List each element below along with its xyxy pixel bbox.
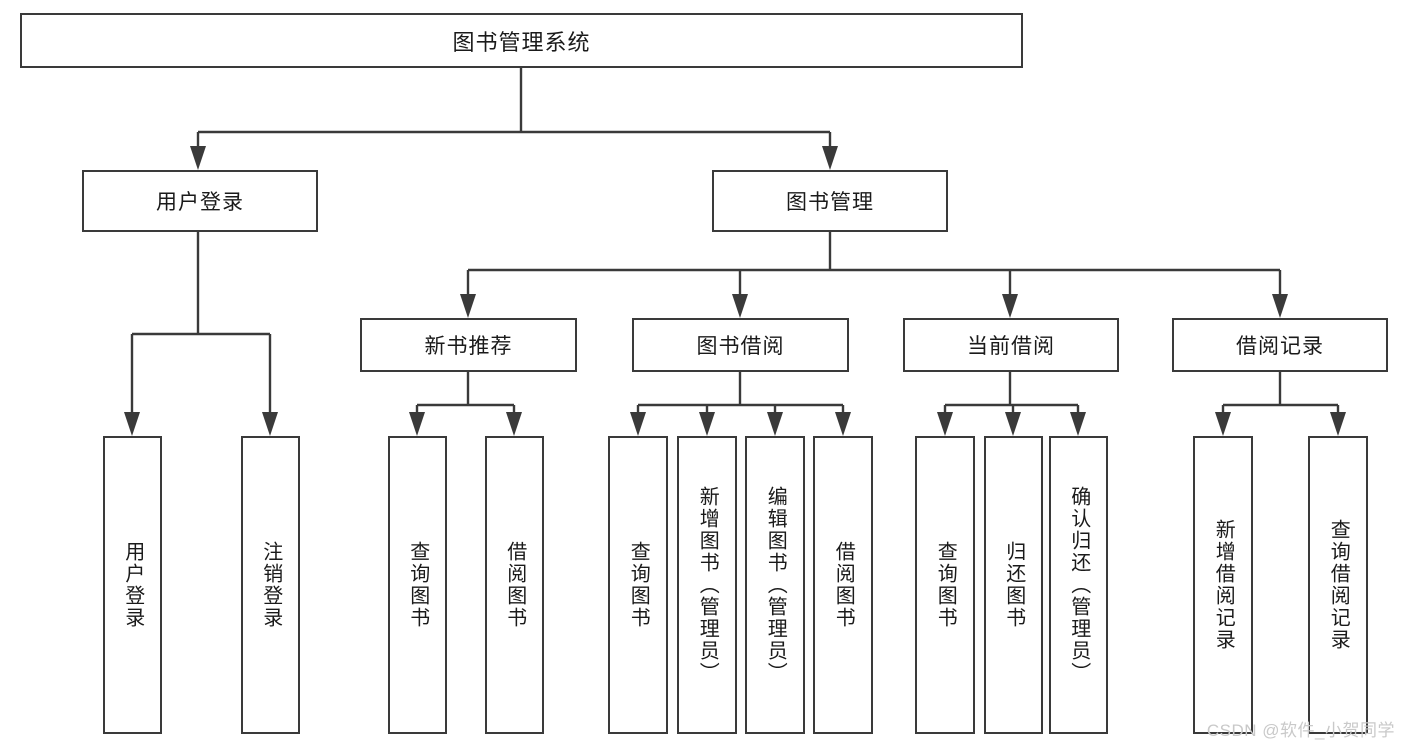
leaf-bb-borrow-book[interactable]: 借阅图书 (813, 436, 873, 734)
leaf-user-login-label: 用户登录 (121, 541, 144, 629)
arrow-leaf-user-login (124, 412, 140, 436)
arrow-user-login (190, 146, 206, 170)
leaf-cb-query-book-label: 查询图书 (934, 541, 957, 629)
leaf-bb-borrow-book-label: 借阅图书 (832, 541, 855, 629)
arrow-borrow-record (1272, 294, 1288, 318)
node-current-borrow-label: 当前借阅 (967, 335, 1055, 358)
leaf-cb-confirm-return-admin-label: 确认归还（管理员） (1067, 486, 1090, 684)
node-borrow-record[interactable]: 借阅记录 (1172, 318, 1388, 372)
node-root-book-management-system[interactable]: 图书管理系统 (20, 13, 1023, 68)
leaf-bb-edit-book-admin-label: 编辑图书（管理员） (764, 486, 787, 684)
leaf-bb-query-book-label: 查询图书 (627, 541, 650, 629)
leaf-bb-query-book[interactable]: 查询图书 (608, 436, 668, 734)
leaf-br-query-record[interactable]: 查询借阅记录 (1308, 436, 1368, 734)
leaf-cb-confirm-return-admin[interactable]: 确认归还（管理员） (1049, 436, 1108, 734)
leaf-logout[interactable]: 注销登录 (241, 436, 300, 734)
node-user-login-label: 用户登录 (156, 191, 244, 214)
node-book-borrow-label: 图书借阅 (696, 335, 785, 358)
leaf-bb-add-book-admin[interactable]: 新增图书（管理员） (677, 436, 737, 734)
leaf-br-add-record[interactable]: 新增借阅记录 (1193, 436, 1253, 734)
node-new-book-recommend-label: 新书推荐 (424, 335, 513, 358)
arrow-current-borrow (1002, 294, 1018, 318)
watermark: CSDN @软件_小贺同学 (1206, 721, 1395, 740)
leaf-nbr-borrow-book[interactable]: 借阅图书 (485, 436, 544, 734)
node-borrow-record-label: 借阅记录 (1236, 335, 1324, 358)
arrow-nbr-leaf2 (506, 412, 522, 436)
node-book-management-label: 图书管理 (786, 191, 874, 214)
node-book-management[interactable]: 图书管理 (712, 170, 948, 232)
node-user-login[interactable]: 用户登录 (82, 170, 318, 232)
arrow-br-leaf1 (1215, 412, 1231, 436)
arrow-leaf-logout (262, 412, 278, 436)
leaf-cb-return-book-label: 归还图书 (1002, 541, 1025, 629)
leaf-nbr-borrow-book-label: 借阅图书 (503, 541, 526, 629)
arrow-nbr-leaf1 (409, 412, 425, 436)
arrow-cb-leaf1 (937, 412, 953, 436)
arrow-cb-leaf3 (1070, 412, 1086, 436)
node-current-borrow[interactable]: 当前借阅 (903, 318, 1119, 372)
leaf-nbr-query-book-label: 查询图书 (406, 541, 429, 629)
arrow-new-book-recommend (460, 294, 476, 318)
node-new-book-recommend[interactable]: 新书推荐 (360, 318, 577, 372)
arrow-cb-leaf2 (1005, 412, 1021, 436)
arrow-book-manage (822, 146, 838, 170)
arrow-book-borrow (732, 294, 748, 318)
leaf-logout-label: 注销登录 (259, 541, 282, 629)
node-root-label: 图书管理系统 (452, 29, 591, 55)
arrow-bb-leaf3 (767, 412, 783, 436)
leaf-bb-add-book-admin-label: 新增图书（管理员） (696, 486, 719, 684)
arrow-bb-leaf1 (630, 412, 646, 436)
leaf-br-query-record-label: 查询借阅记录 (1327, 519, 1350, 651)
leaf-bb-edit-book-admin[interactable]: 编辑图书（管理员） (745, 436, 805, 734)
arrow-bb-leaf2 (699, 412, 715, 436)
node-book-borrow[interactable]: 图书借阅 (632, 318, 849, 372)
arrow-bb-leaf4 (835, 412, 851, 436)
leaf-nbr-query-book[interactable]: 查询图书 (388, 436, 447, 734)
arrow-br-leaf2 (1330, 412, 1346, 436)
leaf-cb-return-book[interactable]: 归还图书 (984, 436, 1043, 734)
leaf-user-login[interactable]: 用户登录 (103, 436, 162, 734)
leaf-cb-query-book[interactable]: 查询图书 (915, 436, 975, 734)
leaf-br-add-record-label: 新增借阅记录 (1212, 519, 1235, 651)
